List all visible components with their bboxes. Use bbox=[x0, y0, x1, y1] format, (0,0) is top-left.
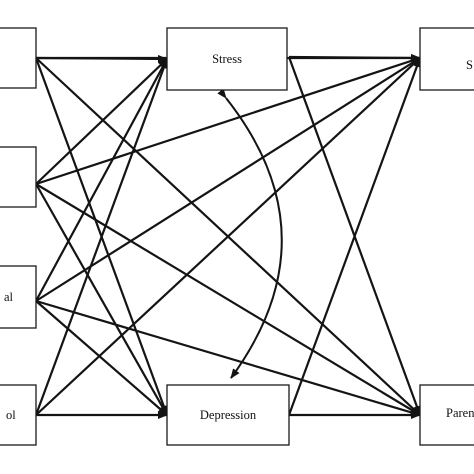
outcome-node-2: Paren bbox=[419, 384, 474, 446]
stress-node: Stress bbox=[166, 27, 288, 91]
arrow-p2-to-m2 bbox=[35, 183, 168, 416]
arrow-p3-to-m1 bbox=[35, 58, 168, 302]
predictor-node-4: ol bbox=[0, 384, 37, 446]
predictor-node-2 bbox=[0, 146, 37, 208]
predictor-node-1 bbox=[0, 27, 37, 89]
depression-node: Depression bbox=[166, 384, 290, 446]
arrow-m1-to-o1 bbox=[288, 53, 421, 62]
arrow-p2-to-o2 bbox=[35, 183, 421, 416]
depression-node-label: Depression bbox=[200, 408, 257, 422]
stress-node-label: Stress bbox=[212, 52, 242, 66]
arrow-p3-to-m2 bbox=[35, 300, 168, 416]
arrow-m2-to-o1 bbox=[287, 57, 422, 416]
arrow-p3-to-o1 bbox=[35, 57, 421, 302]
correlation-arrows bbox=[217, 88, 283, 379]
outcome-node-1: S bbox=[419, 27, 474, 91]
outcome-node-1-label: S bbox=[466, 58, 473, 72]
predictor-node-3: al bbox=[0, 265, 37, 329]
arrow-p4-to-m1 bbox=[34, 58, 169, 416]
predictor-node-4-label: ol bbox=[6, 408, 16, 422]
arrow-p2-to-m1 bbox=[35, 58, 168, 185]
outcome-node-2-label: Paren bbox=[446, 406, 474, 420]
correlation-m1-m2 bbox=[217, 88, 283, 379]
path-arrows bbox=[34, 53, 422, 419]
predictor-node-3-label: al bbox=[4, 290, 14, 304]
